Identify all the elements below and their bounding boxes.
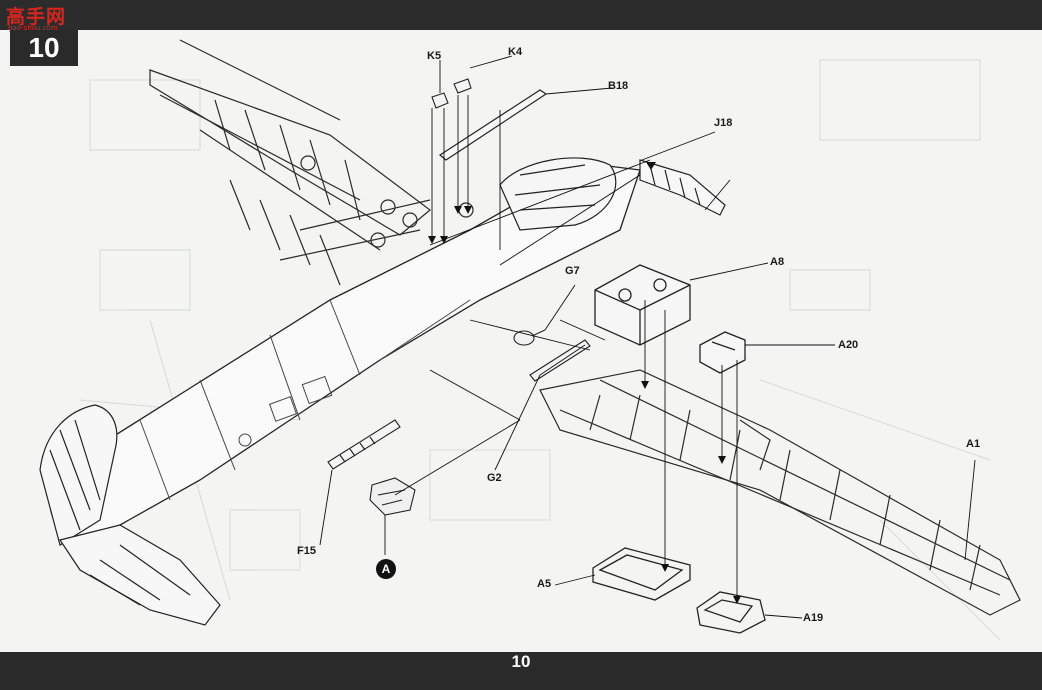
arrow-heads (428, 162, 741, 604)
sub-assembly-marker-a: A (376, 559, 396, 579)
callout-k4: K4 (508, 46, 523, 58)
callout-k5: K5 (427, 50, 442, 62)
page-number: 10 (511, 652, 531, 671)
sub-assembly-a-part (369, 477, 416, 516)
callout-g7: G7 (565, 265, 580, 277)
callout-g2: G2 (487, 472, 502, 484)
right-wing-frame (539, 369, 1021, 616)
callout-a5: A5 (537, 578, 552, 590)
part-a5 (592, 547, 691, 601)
cockpit-area (499, 157, 617, 231)
callout-f15: F15 (297, 545, 316, 557)
part-a19 (696, 591, 766, 634)
callout-b18: B18 (608, 80, 629, 92)
bleed-through-artwork (79, 59, 1001, 641)
callout-a8: A8 (770, 256, 785, 268)
part-b18 (438, 89, 548, 161)
part-f15-gun (327, 419, 401, 470)
left-wing-frame (149, 39, 474, 286)
tail-assembly (39, 404, 221, 626)
fuselage-panel-lines (139, 299, 471, 501)
callout-j18: J18 (714, 117, 733, 129)
step-number: 10 (10, 30, 78, 66)
part-g2 (529, 339, 591, 382)
parts-k4-k5 (431, 78, 472, 109)
callout-a19: A19 (803, 612, 824, 624)
site-logo-url: gao-shou.com (8, 24, 58, 32)
callout-a20: A20 (838, 339, 859, 351)
part-a20 (699, 331, 746, 374)
top-bar (0, 0, 1042, 30)
part-j18 (639, 159, 726, 216)
site-logo: 高手网 (6, 6, 67, 28)
part-a8 (594, 264, 691, 346)
callout-a1: A1 (966, 438, 981, 450)
assembly-leader-lines (319, 55, 976, 619)
bottom-bar (0, 652, 1042, 690)
